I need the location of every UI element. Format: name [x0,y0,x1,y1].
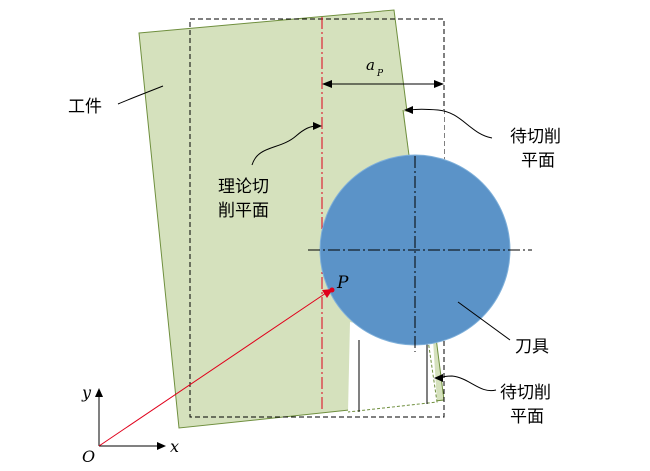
axis-y-label: y [81,383,92,402]
dimension-ap-arrow-left [322,80,332,88]
origin-label: O [82,447,95,466]
label-workpiece: 工件 [68,97,102,117]
label-to-cut-lower-line1: 待切削 [500,383,551,403]
label-to-cut-upper-line2: 平面 [521,151,555,171]
label-tool: 刀具 [515,337,549,357]
leader-to-cut-lower-arrow [434,374,443,382]
label-theory-plane-line2: 削平面 [218,201,269,221]
dimension-ap-arrow-right [434,80,444,88]
leader-theory-plane-arrow [313,122,322,130]
leader-to-cut-lower [439,375,497,392]
leader-to-cut-upper [409,108,493,139]
leader-workpiece [117,85,164,105]
axis-x-arrow [157,442,166,450]
label-to-cut-lower-line2: 平面 [510,407,544,427]
to-cut-surface-lower [347,339,438,413]
position-vector-line [98,292,327,447]
point-p-marker [329,287,335,293]
label-theory-plane-line1: 理论切 [218,177,269,197]
label-to-cut-upper-line1: 待切削 [510,127,561,147]
dimension-ap-subscript: P [376,69,384,79]
dimension-ap-label: a [366,56,375,74]
leader-tool [457,301,511,341]
point-p-label: P [336,273,349,293]
axis-x-label: x [170,437,179,456]
leader-theory-plane [251,125,318,166]
axis-y-arrow [95,388,103,397]
leader-to-cut-upper-arrow [404,106,413,114]
